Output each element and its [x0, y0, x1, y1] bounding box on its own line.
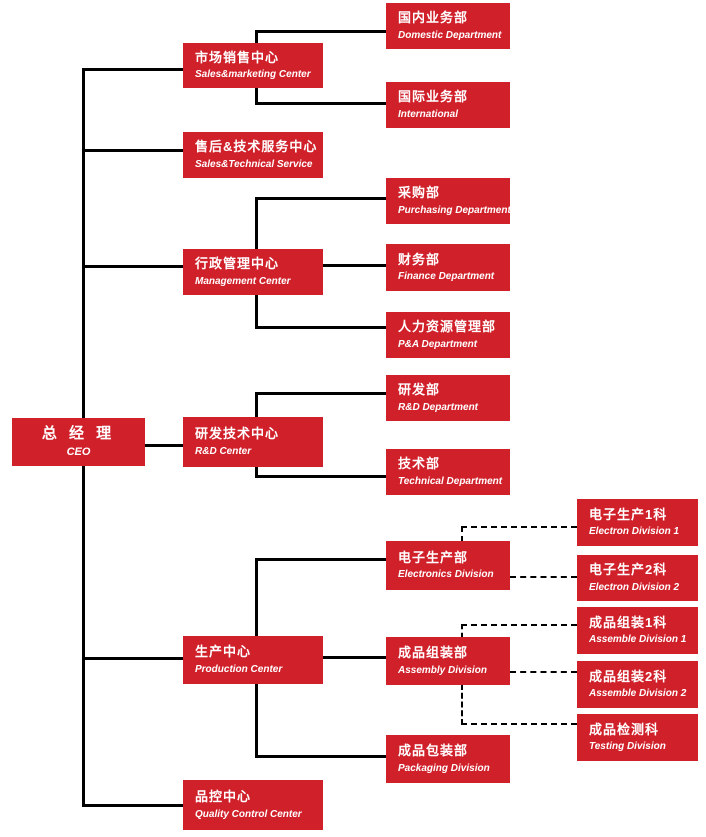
org-node-testing-subtitle: Testing Division: [589, 741, 666, 753]
org-node-electron1-subtitle: Electron Division 1: [589, 526, 680, 538]
org-node-packaging: 成品包装部 Packaging Division: [386, 735, 510, 783]
org-node-rd-center-subtitle: R&D Center: [195, 445, 252, 457]
org-node-purchasing-subtitle: Purchasing Department: [398, 204, 511, 216]
org-node-management: 行政管理中心 Management Center: [183, 249, 323, 295]
org-node-international-title: 国际业务部: [398, 89, 469, 105]
org-node-quality-title: 品控中心: [195, 789, 252, 805]
org-node-electronics-subtitle: Electronics Division: [398, 569, 494, 581]
org-node-technical: 技术部 Technical Department: [386, 449, 510, 495]
org-node-packaging-subtitle: Packaging Division: [398, 762, 490, 774]
org-node-testing-title: 成品检测科: [589, 721, 660, 737]
org-node-assembly-subtitle: Assembly Division: [398, 664, 487, 676]
org-node-production-subtitle: Production Center: [195, 663, 283, 675]
org-node-electronics-title: 电子生产部: [398, 549, 469, 565]
org-node-international: 国际业务部 International: [386, 82, 510, 128]
dashed-connector-testing-vertical: [461, 684, 463, 725]
org-node-production-title: 生产中心: [195, 644, 252, 660]
connector-stub-production: [82, 657, 183, 660]
org-node-quality: 品控中心 Quality Control Center: [183, 780, 323, 830]
org-node-hr-title: 人力资源管理部: [398, 319, 497, 335]
connector-to-technical: [255, 475, 386, 478]
org-node-assembly-title: 成品组装部: [398, 645, 469, 661]
org-node-rd-dept: 研发部 R&D Department: [386, 375, 510, 421]
org-node-assemble1: 成品组装1科 Assemble Division 1: [577, 607, 698, 654]
org-node-finance-subtitle: Finance Department: [398, 271, 495, 283]
dashed-connector-to-assemble2: [510, 671, 577, 673]
org-node-domestic-subtitle: Domestic Department: [398, 29, 502, 41]
org-node-electron2: 电子生产2科 Electron Division 2: [577, 555, 698, 601]
dashed-connector-to-electron1: [461, 526, 577, 528]
org-node-technical-title: 技术部: [398, 456, 441, 472]
org-node-quality-subtitle: Quality Control Center: [195, 808, 302, 820]
org-node-assemble1-subtitle: Assemble Division 1: [589, 634, 687, 646]
org-node-purchasing-title: 采购部: [398, 185, 441, 201]
org-node-packaging-title: 成品包装部: [398, 743, 469, 759]
org-node-after-sales-subtitle: Sales&Technical Service: [195, 158, 313, 170]
connector-to-purchasing: [255, 197, 386, 200]
org-node-electron2-subtitle: Electron Division 2: [589, 581, 680, 593]
org-node-electronics: 电子生产部 Electronics Division: [386, 541, 510, 590]
dashed-connector-to-assemble1: [461, 624, 577, 626]
connector-to-international: [255, 102, 386, 105]
org-node-electron2-title: 电子生产2科: [589, 562, 668, 578]
org-node-domestic-title: 国内业务部: [398, 10, 469, 26]
org-node-testing: 成品检测科 Testing Division: [577, 714, 698, 761]
org-node-purchasing: 采购部 Purchasing Department: [386, 178, 511, 224]
org-node-rd-dept-subtitle: R&D Department: [398, 401, 479, 413]
connector-stub-management: [82, 265, 183, 268]
org-node-technical-subtitle: Technical Department: [398, 475, 503, 487]
org-node-assembly: 成品组装部 Assembly Division: [386, 637, 510, 685]
org-node-sales-center: 市场销售中心 Sales&marketing Center: [183, 43, 323, 88]
org-node-production: 生产中心 Production Center: [183, 636, 323, 684]
connector-to-hr: [255, 326, 386, 329]
org-node-ceo-subtitle: CEO: [66, 446, 91, 459]
connector-stub-after-sales: [82, 149, 183, 152]
org-node-assemble1-title: 成品组装1科: [589, 614, 668, 630]
org-node-hr: 人力资源管理部 P&A Department: [386, 312, 510, 358]
org-node-management-subtitle: Management Center: [195, 275, 291, 287]
connector-to-domestic: [255, 30, 386, 33]
org-node-domestic: 国内业务部 Domestic Department: [386, 3, 510, 49]
connector-ceo-rd-center: [145, 444, 183, 447]
org-node-hr-subtitle: P&A Department: [398, 338, 478, 350]
connector-to-rd-dept: [255, 392, 386, 395]
org-node-ceo-title: 总 经 理: [41, 424, 116, 442]
org-node-assemble2: 成品组装2科 Assemble Division 2: [577, 661, 698, 708]
org-node-finance: 财务部 Finance Department: [386, 244, 510, 291]
dashed-connector-electron1-vertical: [461, 526, 463, 542]
org-node-assemble2-title: 成品组装2科: [589, 668, 668, 684]
org-node-after-sales: 售后&技术服务中心 Sales&Technical Service: [183, 132, 323, 178]
org-node-ceo: 总 经 理 CEO: [12, 418, 145, 466]
dashed-connector-assemble1-vertical: [461, 624, 463, 638]
org-node-rd-center-title: 研发技术中心: [195, 426, 280, 442]
connector-stub-sales-center: [82, 68, 183, 71]
connector-stub-quality: [82, 804, 183, 807]
org-node-sales-center-subtitle: Sales&marketing Center: [195, 69, 311, 81]
org-node-assemble2-subtitle: Assemble Division 2: [589, 688, 687, 700]
org-node-electron1: 电子生产1科 Electron Division 1: [577, 499, 698, 546]
dashed-connector-to-electron2: [510, 576, 577, 578]
org-node-rd-center: 研发技术中心 R&D Center: [183, 417, 323, 467]
org-node-international-subtitle: International: [398, 108, 459, 120]
org-node-after-sales-title: 售后&技术服务中心: [195, 139, 318, 155]
connector-to-packaging: [255, 755, 386, 758]
org-node-management-title: 行政管理中心: [195, 256, 280, 272]
dashed-connector-to-testing: [461, 723, 577, 725]
connector-to-electronics: [255, 558, 386, 561]
org-node-electron1-title: 电子生产1科: [589, 506, 668, 522]
org-node-sales-center-title: 市场销售中心: [195, 49, 280, 65]
org-node-finance-title: 财务部: [398, 251, 441, 267]
org-node-rd-dept-title: 研发部: [398, 382, 441, 398]
